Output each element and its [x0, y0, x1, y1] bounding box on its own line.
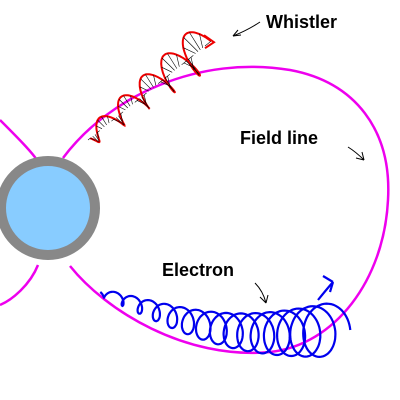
- electron-helix: [99, 290, 352, 359]
- whistler-spoke: [188, 59, 200, 76]
- electron-pointer-arrow: [254, 282, 269, 304]
- whistler-spoke: [101, 116, 107, 126]
- whistler-spoke: [87, 137, 91, 141]
- whistler-spoke: [145, 74, 154, 88]
- whistler-spokes: [87, 32, 212, 143]
- earth-disc: [0, 156, 100, 260]
- whistler-spoke: [153, 75, 157, 86]
- whistler-spoke: [183, 47, 196, 54]
- whistler-spoke: [119, 111, 124, 115]
- field-line-label: Field line: [240, 128, 318, 148]
- whistler-spoke: [107, 116, 110, 124]
- field-line: [61, 65, 390, 355]
- whistler-spoke: [94, 134, 100, 142]
- whistler-spoke: [90, 137, 96, 141]
- whistler-spoke: [158, 79, 163, 84]
- whistler-spoke: [130, 95, 133, 105]
- whistler-spoke: [164, 73, 171, 79]
- whistler-spoke: [123, 95, 131, 107]
- whistler-spoke: [140, 78, 152, 90]
- whistler-spoke: [187, 55, 194, 61]
- whistler-spoke: [96, 130, 100, 133]
- whistler-label: Whistler: [266, 12, 337, 32]
- whistler-spoke: [199, 34, 203, 48]
- electron-label: Electron: [162, 260, 234, 280]
- whistler-spoke: [141, 96, 150, 109]
- whistler-spoke: [113, 119, 121, 123]
- electron-spiral: [99, 275, 352, 359]
- whistler-spoke: [134, 99, 139, 103]
- whistler-spoke: [115, 117, 125, 126]
- whistler-helix: [89, 31, 212, 144]
- whistler-spoke: [120, 113, 123, 122]
- whistler-spoke: [139, 86, 149, 92]
- whistler-spoke: [139, 98, 150, 109]
- whistler-spoke: [136, 100, 146, 105]
- whistler-spoke: [92, 135, 99, 143]
- whistler-spoke: [189, 32, 201, 50]
- whistler-spoke: [161, 66, 173, 73]
- whistler-spoke: [117, 106, 126, 111]
- whistler-spoke: [186, 60, 200, 75]
- whistler-spoke: [118, 99, 129, 109]
- whistler-spoke: [183, 37, 199, 52]
- whistler-spoke: [161, 57, 175, 71]
- whistler-spoke: [204, 40, 212, 47]
- whistler-pointer-arrow: [232, 21, 261, 37]
- whistler-spoke: [190, 57, 195, 71]
- whistler-arrowhead: [203, 34, 216, 50]
- whistler-spoke: [176, 54, 180, 67]
- whistler-spoke: [97, 132, 99, 139]
- whistler-spoke: [97, 119, 105, 128]
- electron-exit-path: [317, 281, 334, 301]
- whistler-spoke: [167, 76, 171, 88]
- whistler-spoke: [118, 115, 125, 126]
- whistler-spoke: [143, 94, 147, 105]
- whistler-spoke: [167, 53, 178, 69]
- whistler-spoke: [181, 60, 187, 66]
- field-line-pointer-arrow: [347, 146, 365, 161]
- whistler-spoke: [142, 92, 147, 97]
- whistler-wave: [87, 31, 216, 144]
- whistler-spoke: [96, 125, 103, 129]
